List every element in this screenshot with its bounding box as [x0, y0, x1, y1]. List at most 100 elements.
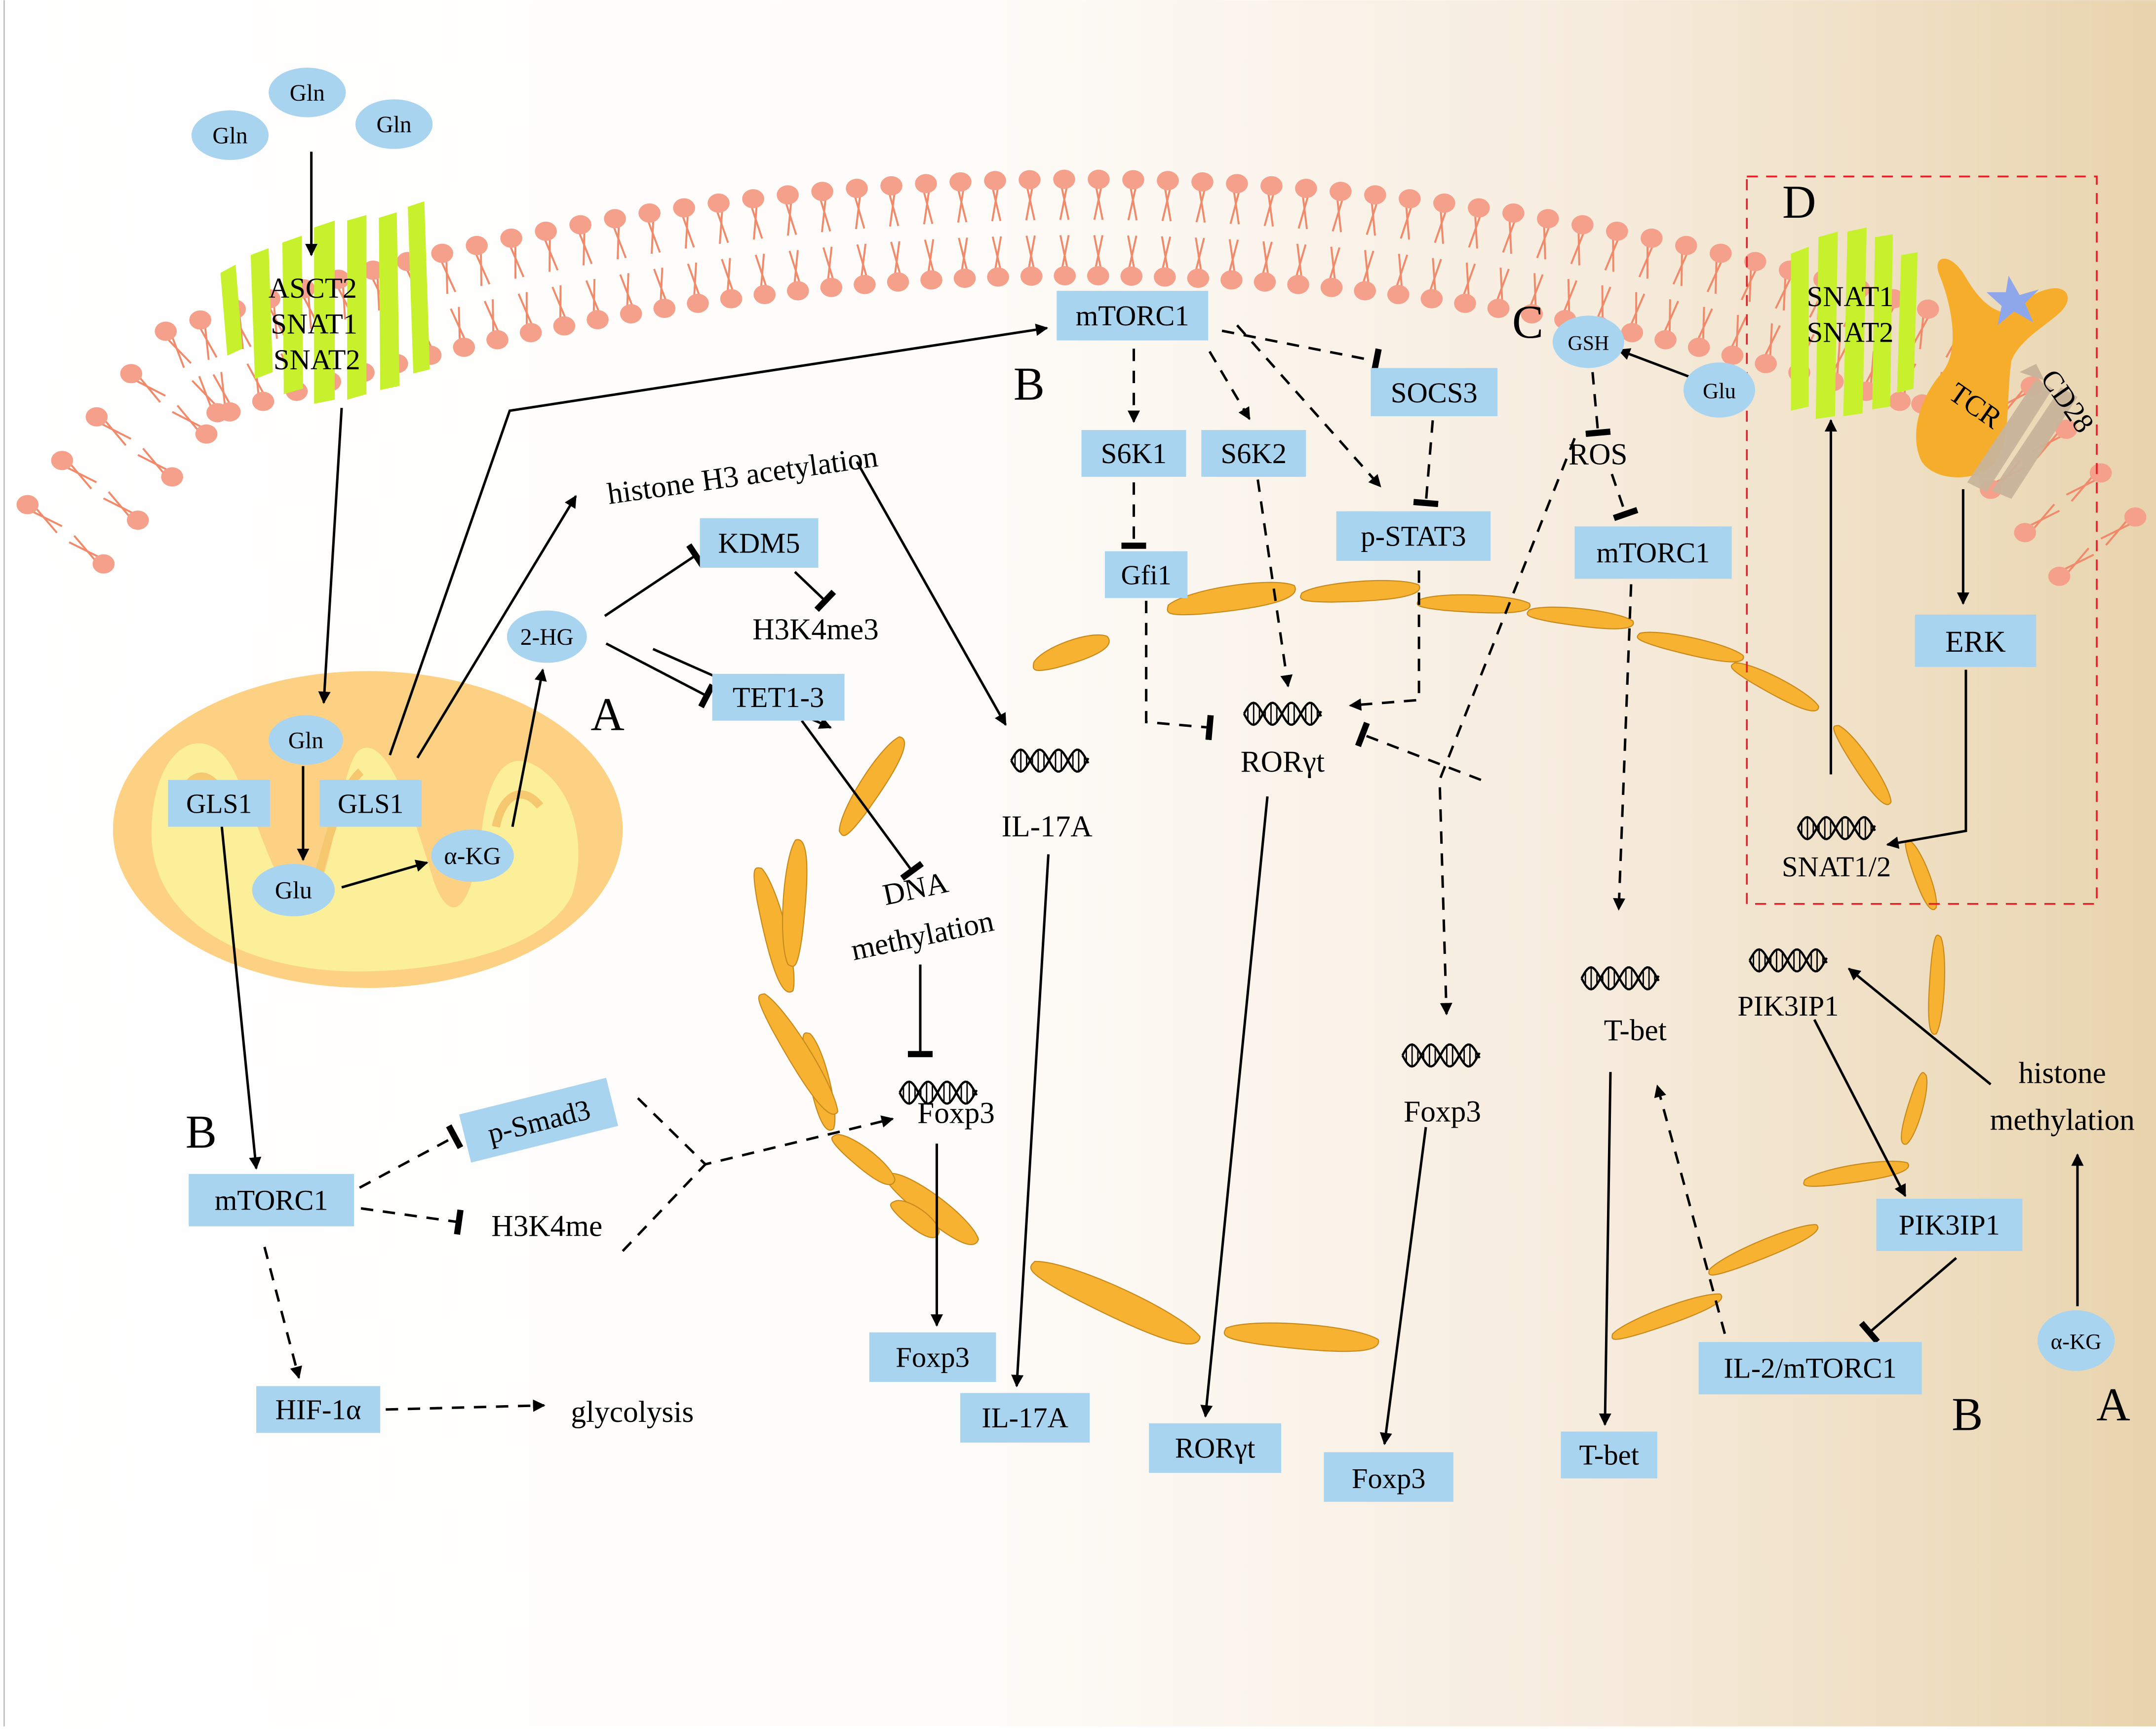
- activation-arrow: [511, 668, 547, 827]
- lipid-pair: [1019, 170, 1043, 286]
- lipid-pair: [1387, 189, 1421, 305]
- lipid-pair: [431, 243, 475, 357]
- label-methylation-right: methylation: [1990, 1103, 2135, 1137]
- activation-arrow: [1438, 437, 1576, 1016]
- inhibition-line: [360, 1207, 464, 1235]
- svg-text:Gfi1: Gfi1: [1121, 560, 1171, 590]
- inhibition-line: [1859, 1257, 1958, 1344]
- lipid-pair: [1454, 198, 1490, 313]
- lipid-pair: [1053, 169, 1076, 286]
- metabolite-2hg: [507, 610, 587, 663]
- gene-label-il17a: IL-17A: [1002, 810, 1093, 843]
- svg-text:GLS1: GLS1: [338, 789, 403, 820]
- gene-icons: [899, 702, 1876, 1105]
- svg-text:mTORC1: mTORC1: [215, 1184, 328, 1216]
- metabolite-gln-1: [269, 68, 346, 118]
- svg-text:T-bet: T-bet: [1579, 1439, 1639, 1471]
- lipid-pair: [500, 228, 542, 343]
- inhibition-line: [1413, 420, 1439, 508]
- box-kdm5: [700, 518, 819, 568]
- metabolite-gln-3: [355, 99, 433, 149]
- metabolite-akg-mito: [431, 829, 514, 882]
- lipid-pair: [1654, 236, 1697, 350]
- section-label-d: D: [1782, 176, 1816, 228]
- label-ros: ROS: [1568, 438, 1627, 472]
- dna-icon-il17a: [1010, 748, 1090, 773]
- svg-text:Foxp3: Foxp3: [896, 1341, 970, 1373]
- transporter-left-label-1: ASCT2: [269, 272, 357, 304]
- inhibition-line: [800, 720, 924, 881]
- box-s6k2: [1201, 430, 1306, 477]
- lipid-pair: [51, 451, 149, 530]
- dna-icon-rorgt: [1243, 702, 1322, 726]
- box-pik3ip1: [1876, 1198, 2023, 1252]
- lipid-pair: [777, 185, 809, 301]
- er-fragment: [1416, 594, 1531, 614]
- box-gfi1: [1104, 551, 1188, 598]
- section-label-b-left: B: [186, 1106, 217, 1158]
- tcr-receptor: TCR: [1916, 258, 2068, 477]
- label-h3k4me: H3K4me: [491, 1209, 602, 1243]
- lipid-pair: [742, 189, 776, 305]
- svg-text:mTORC1: mTORC1: [1596, 537, 1710, 569]
- lipid-pair: [1220, 174, 1248, 290]
- gene-labels: IL-17A RORγt Foxp3 Foxp3 T-bet PIK3IP1 S…: [917, 745, 1891, 1130]
- lipid-pair: [846, 179, 876, 294]
- activation-arrow: [263, 1246, 302, 1379]
- lipid-pair: [2014, 463, 2112, 543]
- lipid-pair: [1087, 169, 1110, 286]
- svg-text:ERK: ERK: [1945, 625, 2006, 659]
- label-histone: histone: [2019, 1057, 2106, 1090]
- activation-arrow: [1813, 1019, 1907, 1197]
- lipid-pair: [673, 198, 709, 313]
- nuclear-envelope: [753, 580, 1946, 1352]
- transporter-right: SNAT1 SNAT2: [1791, 227, 1918, 419]
- metabolite-gln-2: [191, 110, 269, 160]
- lipid-pair: [1187, 172, 1214, 288]
- box-socs3: [1371, 368, 1498, 417]
- box-il17-out: [960, 1393, 1090, 1443]
- lipid-pair: [1254, 176, 1283, 292]
- lipid-pair: [1521, 209, 1559, 324]
- inhibition-line: [605, 642, 715, 708]
- lipid-pair: [1287, 179, 1317, 294]
- er-fragment: [1708, 1224, 1819, 1276]
- gene-label-pik3ip1: PIK3IP1: [1737, 990, 1839, 1022]
- activation-arrow: [1613, 584, 1633, 911]
- svg-text:Glu: Glu: [1703, 379, 1736, 403]
- dna-icon-pik3ip1: [1748, 948, 1828, 973]
- transporter-left: ASCT2 SNAT1 SNAT2: [220, 201, 430, 404]
- inhibition-line: [1145, 600, 1214, 741]
- activation-arrow: [1617, 348, 1692, 379]
- er-fragment: [1730, 662, 1819, 711]
- lipid-pair: [16, 495, 115, 574]
- metabolite-gln-mito: [269, 715, 343, 765]
- lipid-pair: [880, 176, 909, 292]
- box-foxp3-out2: [1324, 1452, 1453, 1502]
- activation-arrow: [416, 495, 577, 759]
- svg-text:S6K2: S6K2: [1221, 437, 1287, 470]
- svg-text:p-STAT3: p-STAT3: [1361, 520, 1466, 552]
- gene-label-snat12: SNAT1/2: [1782, 851, 1891, 883]
- metabolite-akg-right: [2038, 1310, 2115, 1371]
- lipid-pair: [1721, 252, 1766, 365]
- box-gls1-a: [168, 780, 270, 827]
- box-hif: [256, 1386, 381, 1433]
- svg-text:PIK3IP1: PIK3IP1: [1899, 1209, 2000, 1241]
- section-label-b-right: B: [1952, 1388, 1983, 1441]
- activation-arrow: [341, 860, 429, 889]
- svg-text:GLS1: GLS1: [186, 789, 252, 820]
- activation-arrow: [1011, 854, 1050, 1387]
- metabolite-glu-mito: [252, 864, 335, 916]
- activation-arrow: [1236, 324, 1381, 488]
- label-glycolysis: glycolysis: [571, 1395, 694, 1429]
- er-fragment: [1803, 1160, 1909, 1187]
- section-label-a-right: A: [2096, 1378, 2130, 1431]
- box-il2-mtorc1: [1698, 1342, 1922, 1395]
- svg-text:S6K1: S6K1: [1101, 437, 1167, 470]
- inhibition-line: [1221, 329, 1382, 374]
- lipid-pair: [466, 236, 509, 350]
- dna-icon-foxp3-a: [899, 1080, 978, 1105]
- transporter-right-label-2: SNAT2: [1807, 316, 1894, 348]
